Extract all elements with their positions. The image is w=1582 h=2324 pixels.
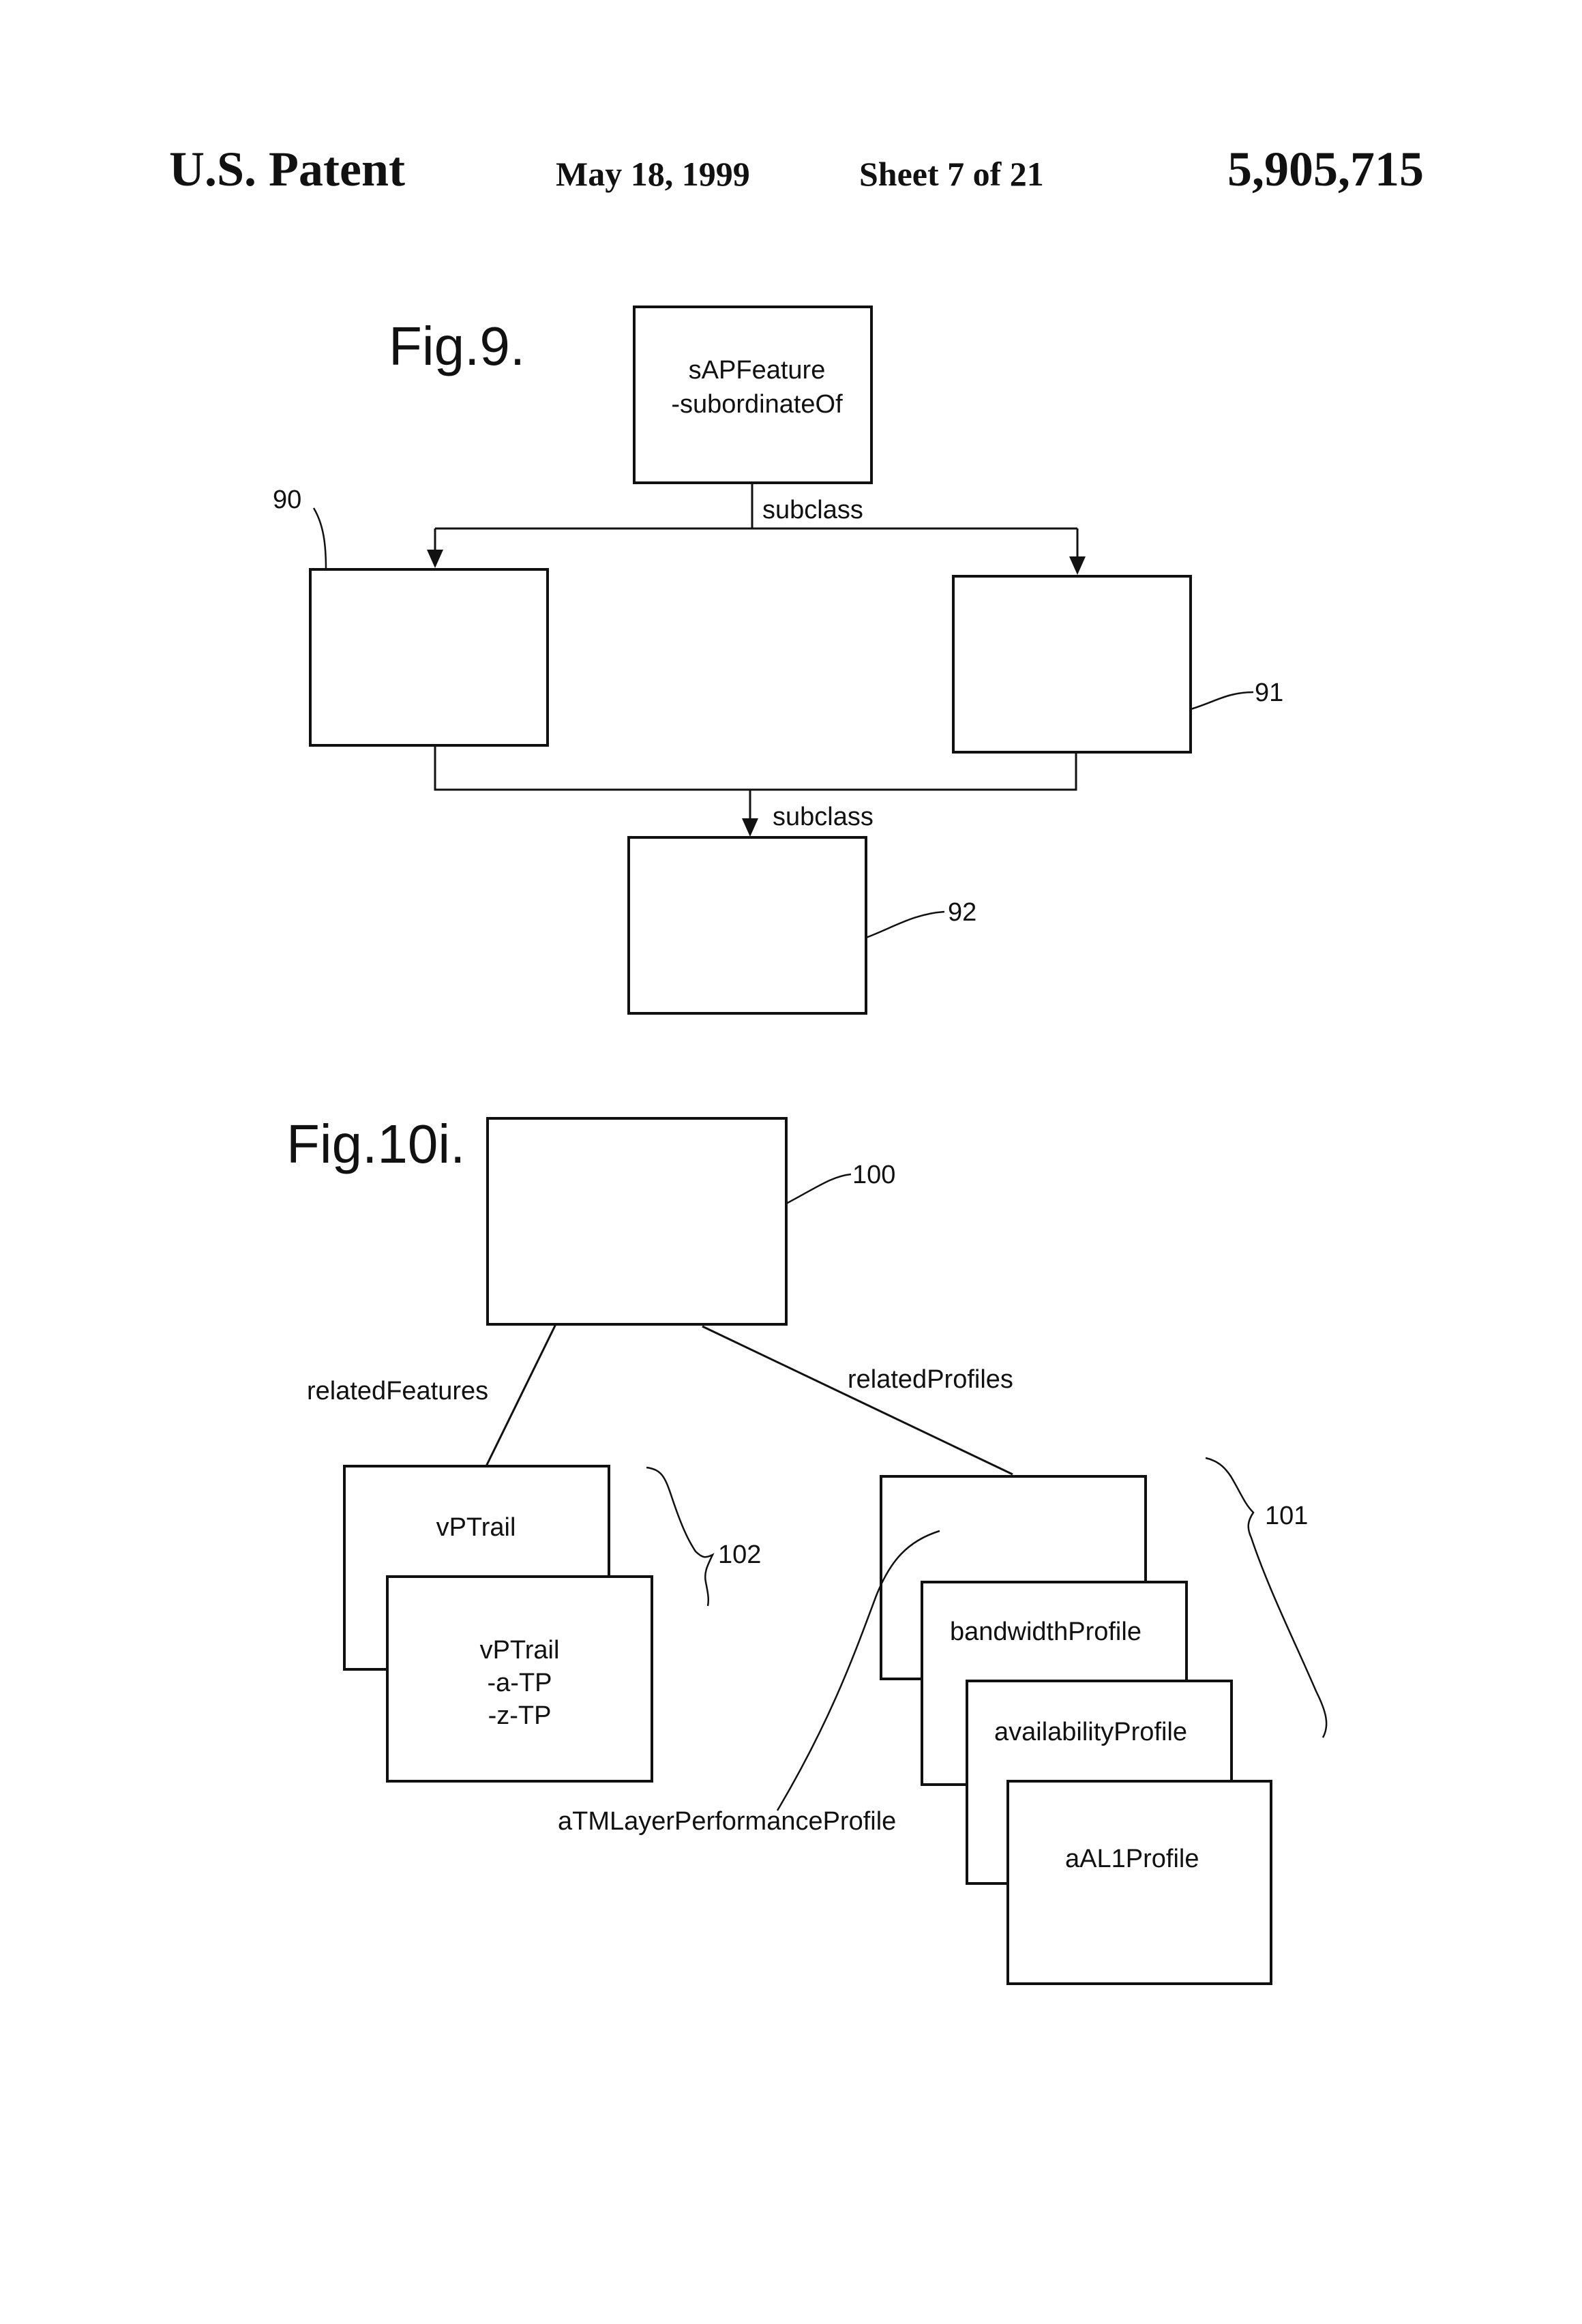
fig10-related-profiles-line [702, 1326, 1013, 1474]
fig9-top-box-line2: -subordinateOf [671, 390, 843, 419]
fig9-subclass-connector-bottom [435, 745, 1076, 820]
fig10-feature-box2-line3: -z-TP [488, 1701, 552, 1730]
fig10-related-features-line [486, 1324, 556, 1466]
fig9-edge-label-bottom: subclass [773, 803, 874, 831]
fig10-edge-related-features: relatedFeatures [307, 1377, 488, 1405]
fig10-feature-box2-line1: vPTrail [480, 1636, 560, 1665]
header-title: U.S. Patent [169, 142, 405, 196]
fig9-subclass-connector-top [435, 483, 1077, 558]
fig10-ref-100-leader [786, 1174, 851, 1204]
fig9-ref-92-leader [866, 912, 944, 938]
fig10-feature-box2-line2: -a-TP [488, 1669, 552, 1697]
fig10-ref-102: 102 [718, 1540, 761, 1569]
fig9-box-92 [629, 837, 866, 1013]
header-patent-number: 5,905,715 [1227, 142, 1424, 196]
fig10-profile-atm-label: aTMLayerPerformanceProfile [558, 1807, 896, 1836]
fig9-top-box-line1: sAPFeature [689, 356, 826, 385]
fig10-profile-aal1-label: aAL1Profile [1065, 1845, 1199, 1873]
fig9-ref-91-leader [1191, 692, 1253, 709]
fig10-profile-availability-label: availabilityProfile [994, 1718, 1187, 1746]
fig10-ref-100: 100 [852, 1161, 895, 1189]
fig9-box-91 [953, 576, 1191, 752]
fig10-root-box [488, 1118, 786, 1324]
fig9-arrow-right [1069, 556, 1086, 575]
fig10-profile-bandwidth-label: bandwidthProfile [950, 1618, 1141, 1646]
fig10-ref-102-brace [646, 1468, 713, 1606]
fig10-title: Fig.10i. [286, 1114, 465, 1174]
fig9-ref-92: 92 [948, 898, 976, 927]
fig10-edge-related-profiles: relatedProfiles [848, 1365, 1013, 1394]
fig9-edge-label-top: subclass [762, 496, 863, 524]
fig9-ref-90-leader [314, 508, 326, 569]
fig9-arrow-left [427, 550, 443, 568]
fig9-top-box: sAPFeature -subordinateOf [634, 307, 871, 483]
fig10-profile-box-aal1: aAL1Profile [1008, 1781, 1271, 1984]
fig9-ref-90: 90 [273, 486, 301, 514]
fig10-feature-box-vptrail-tp: vPTrail -a-TP -z-TP [387, 1577, 652, 1781]
fig10-ref-101: 101 [1265, 1502, 1308, 1530]
fig9-arrow-bottom [742, 818, 758, 837]
fig9-ref-91: 91 [1255, 679, 1283, 707]
header-sheet: Sheet 7 of 21 [859, 155, 1044, 193]
fig9-title: Fig.9. [389, 316, 525, 376]
header-date: May 18, 1999 [556, 155, 750, 193]
fig9-box-90 [310, 569, 548, 745]
fig10-feature-box1-label: vPTrail [436, 1513, 516, 1542]
